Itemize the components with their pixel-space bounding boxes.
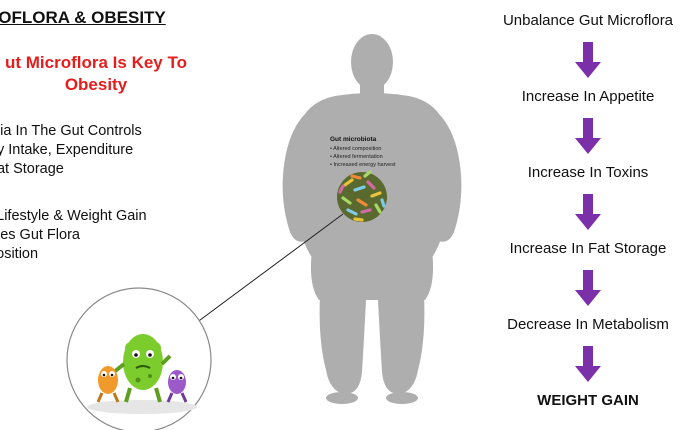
gut-item-energy-harvest: • Increased energy harvest	[330, 162, 396, 168]
magnify-connector-line	[191, 213, 344, 327]
green-microbe	[112, 334, 172, 403]
purple-microbe	[166, 370, 188, 403]
gut-microbiota-title: Gut microbiota	[330, 136, 377, 143]
gut-bacteria-circle	[337, 170, 387, 222]
step-unbalance-gut-microflora: Unbalance Gut Microflora	[502, 12, 674, 29]
down-arrow-icon	[575, 346, 601, 382]
down-arrow-icon	[575, 194, 601, 230]
step-increase-toxins: Increase In Toxins	[527, 164, 649, 181]
down-arrow-icon	[575, 118, 601, 154]
bullet-gut-controls: cteria In The Gut Controls ergy Intake, …	[0, 123, 142, 177]
subtitle-line-2: Obesity	[64, 75, 128, 94]
orange-microbe	[96, 366, 120, 403]
gut-item-composition: • Altered composition	[330, 146, 381, 152]
step-weight-gain: WEIGHT GAIN	[537, 392, 639, 409]
step-decrease-metabolism: Decrease In Metabolism	[507, 316, 669, 333]
down-arrow-icon	[575, 270, 601, 306]
slide-subtitle: ut Microflora Is Key To Obesity	[0, 52, 226, 96]
slide-title: ROFLORA & OBESITY	[0, 8, 166, 27]
bullet-diet-lifestyle: et, Lifestyle & Weight Gain anges Gut Fl…	[0, 208, 147, 262]
subtitle-line-1: ut Microflora Is Key To	[5, 53, 187, 72]
microbe-characters-circle	[66, 287, 212, 430]
down-arrow-icon	[575, 42, 601, 78]
step-increase-appetite: Increase In Appetite	[521, 88, 655, 105]
step-increase-fat-storage: Increase In Fat Storage	[509, 240, 667, 257]
gut-item-fermentation: • Altered fermentation	[330, 154, 383, 160]
